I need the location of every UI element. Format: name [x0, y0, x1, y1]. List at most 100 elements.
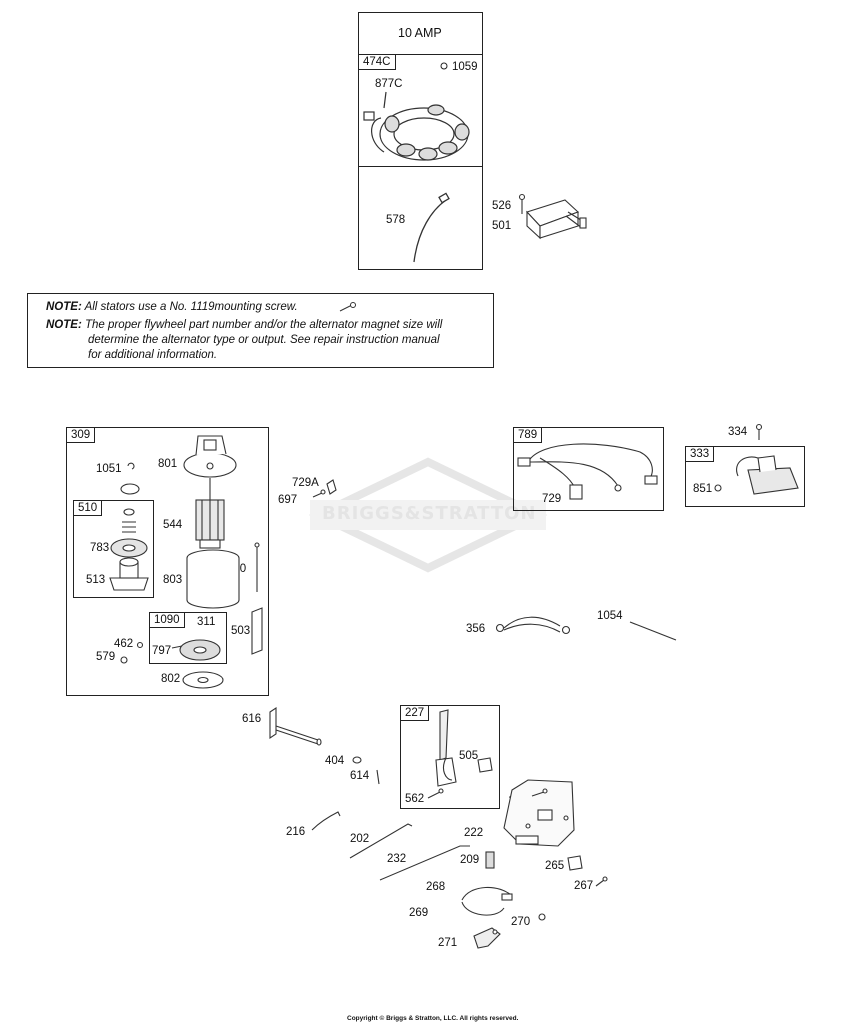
- part-501[interactable]: 501: [492, 220, 512, 232]
- part-267[interactable]: 267: [574, 880, 594, 892]
- part-697[interactable]: 697: [278, 494, 298, 506]
- pinion-gear-icon: [110, 538, 148, 558]
- choke-lever-icon: [473, 927, 501, 949]
- part-1059[interactable]: 1059: [452, 61, 478, 73]
- control-bracket-icon: [503, 779, 575, 847]
- divider: [358, 166, 483, 167]
- starter-frame: [66, 427, 269, 696]
- starter-housing-icon: [186, 549, 240, 609]
- ignition-frame: [685, 446, 805, 507]
- part-271[interactable]: 271: [438, 937, 458, 949]
- part-216[interactable]: 216: [286, 826, 306, 838]
- part-232[interactable]: 232: [387, 853, 407, 865]
- end-plate-icon: [182, 671, 224, 689]
- part-265[interactable]: 265: [545, 860, 565, 872]
- part-1051[interactable]: 1051: [96, 463, 122, 475]
- part-729[interactable]: 729: [542, 493, 562, 505]
- part-526[interactable]: 526: [492, 200, 512, 212]
- part-334[interactable]: 334: [728, 426, 748, 438]
- screw-icon: [427, 788, 444, 799]
- note-label: NOTE:: [46, 319, 82, 331]
- note-label: NOTE:: [46, 301, 82, 313]
- group-tag-789: 789: [513, 427, 543, 443]
- part-578[interactable]: 578: [386, 214, 406, 226]
- pin-icon: [376, 769, 380, 785]
- governor-lever-icon: [427, 709, 493, 799]
- part-269[interactable]: 269: [409, 907, 429, 919]
- nut-icon: [538, 913, 546, 921]
- part-222[interactable]: 222: [464, 827, 484, 839]
- ground-wire-icon: [495, 616, 571, 635]
- sub-frame-510: [73, 500, 154, 598]
- screw-icon: [440, 62, 448, 70]
- nut-icon: [136, 641, 144, 649]
- part-783[interactable]: 783: [90, 542, 110, 554]
- harness-frame: [513, 427, 664, 511]
- part-851[interactable]: 851: [693, 483, 713, 495]
- part-614[interactable]: 614: [350, 770, 370, 782]
- washer-icon: [120, 483, 140, 495]
- part-270[interactable]: 270: [511, 916, 531, 928]
- end-cap-icon: [183, 435, 237, 478]
- screw-icon: [595, 876, 608, 887]
- part-356[interactable]: 356: [466, 623, 486, 635]
- screw-icon: [755, 423, 763, 440]
- part-202[interactable]: 202: [350, 833, 370, 845]
- sub-frame-1090: [149, 612, 227, 664]
- screw-icon: [312, 489, 326, 498]
- part-797[interactable]: 797: [152, 645, 172, 657]
- group-tag-333: 333: [685, 446, 715, 462]
- tie-strap-icon: [629, 621, 677, 641]
- block-icon: [567, 855, 583, 871]
- wire-harness-icon: [517, 443, 658, 500]
- part-802[interactable]: 802: [161, 673, 181, 685]
- part-209[interactable]: 209: [460, 854, 480, 866]
- part-616[interactable]: 616: [242, 713, 262, 725]
- governor-shaft-icon: [269, 706, 322, 746]
- note-line-1: NOTE: All stators use a No. 1119mounting…: [46, 300, 298, 315]
- part-505[interactable]: 505: [459, 750, 479, 762]
- part-729a[interactable]: 729A: [292, 477, 319, 489]
- copyright: Copyright © Briggs & Stratton, LLC. All …: [347, 1015, 519, 1022]
- watermark-text: BRIGGS&STRATTON: [322, 503, 537, 524]
- group-tag-227: 227: [400, 705, 430, 721]
- drive-spring-icon: [122, 508, 136, 533]
- note-line-2c: for additional information.: [88, 349, 218, 361]
- ignition-coil-icon: [714, 455, 799, 495]
- part-579[interactable]: 579: [96, 651, 116, 663]
- alternator-header: 10 AMP: [398, 26, 442, 40]
- part-404[interactable]: 404: [325, 755, 345, 767]
- screw-icon: [531, 788, 548, 797]
- link-rod-icon: [311, 811, 341, 831]
- part-462[interactable]: 462: [114, 638, 134, 650]
- through-bolt-icon: [254, 542, 260, 592]
- part-562[interactable]: 562: [405, 793, 425, 805]
- part-1054[interactable]: 1054: [597, 610, 623, 622]
- brush-plate-icon: [171, 639, 221, 661]
- divider: [358, 54, 483, 55]
- choke-cable-icon: [461, 886, 513, 916]
- part-503[interactable]: 503: [231, 625, 251, 637]
- washer-icon: [352, 756, 362, 764]
- part-801[interactable]: 801: [158, 458, 178, 470]
- part-311[interactable]: 311: [197, 616, 216, 628]
- governor-rod-icon: [349, 823, 413, 859]
- drive-assembly-icon: [109, 557, 149, 591]
- regulator-icon: [518, 193, 587, 240]
- clip-icon: [326, 479, 337, 495]
- note-text: The proper flywheel part number and/or t…: [84, 319, 443, 331]
- part-803[interactable]: 803: [163, 574, 183, 586]
- clip-icon: [127, 462, 135, 470]
- part-544[interactable]: 544: [163, 519, 183, 531]
- group-tag-474c: 474C: [358, 54, 396, 70]
- part-513[interactable]: 513: [86, 574, 106, 586]
- part-877c-label[interactable]: 877C: [375, 78, 403, 90]
- group-tag-309: 309: [66, 427, 96, 443]
- note-box: [27, 293, 494, 368]
- part-268[interactable]: 268: [426, 881, 446, 893]
- note-text: All stators use a No. 1119mounting screw…: [84, 301, 298, 313]
- wire-icon: [413, 192, 450, 263]
